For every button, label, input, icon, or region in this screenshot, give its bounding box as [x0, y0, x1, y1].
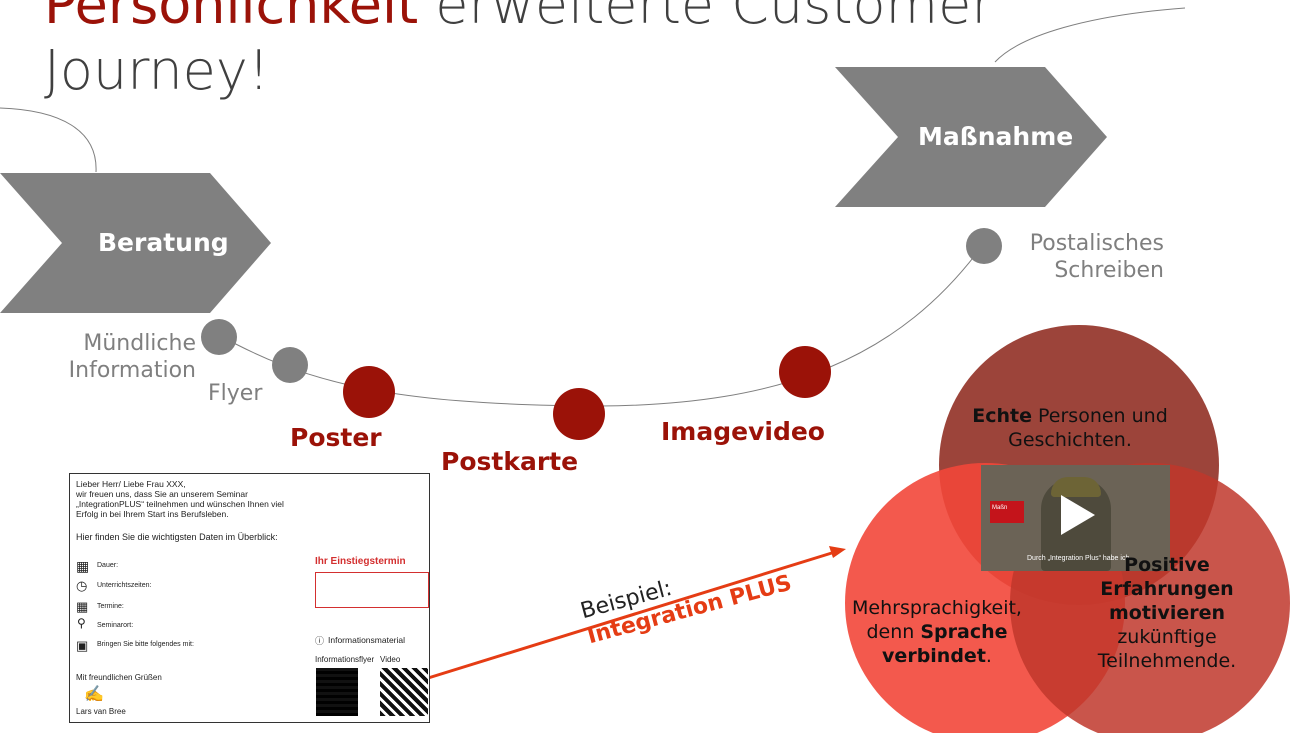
title-line2: Journey!	[44, 39, 270, 102]
label-postkarte: Postkarte	[441, 447, 579, 476]
venn-text-left: Mehrsprachigkeit, denn Sprache verbindet…	[842, 596, 1032, 668]
letter-intro-4: Erfolg in bei Ihrem Start ins Berufslebe…	[76, 509, 229, 519]
image-video-thumbnail[interactable]: Maßn Durch „Integration Plus“ habe ich	[981, 465, 1170, 571]
journey-curve-main	[214, 241, 986, 407]
video-label: Video	[380, 655, 401, 664]
venn-right-rest: zukünftige Teilnehmende.	[1097, 626, 1237, 672]
video-person-cap	[1051, 477, 1101, 497]
title-highlight: Persönlichkeit	[44, 0, 419, 36]
dot-flyer	[272, 347, 308, 383]
video-caption: Durch „Integration Plus“ habe ich	[1027, 555, 1130, 562]
venn-left-2b: Sprache	[920, 621, 1008, 643]
flyer-label: Informationsflyer	[315, 655, 375, 664]
chevron-label-massnahme: Maßnahme	[918, 122, 1074, 151]
dot-postkarte	[553, 388, 605, 440]
venn-right-bold: Positive Erfahrungen motivieren	[1100, 554, 1234, 624]
field-zeiten: Unterrichtszeiten:	[97, 582, 152, 589]
venn-top-rest: Personen und Geschichten.	[1008, 405, 1168, 451]
play-icon[interactable]	[1061, 495, 1095, 535]
clock-icon: ◷	[76, 578, 88, 593]
chevron-label-beratung: Beratung	[98, 228, 229, 257]
venn-left-3b: .	[985, 645, 992, 667]
venn-left-1: Mehrsprachigkeit,	[852, 597, 1022, 619]
calendar-grid-icon: ▦	[76, 599, 89, 614]
journey-curve-top	[994, 7, 1186, 63]
termin-title: Ihr Einstiegstermin	[315, 556, 406, 567]
label-imagevideo: Imagevideo	[661, 417, 825, 446]
example-arrow-head	[829, 546, 846, 558]
label-muendliche: Mündliche Information	[68, 331, 196, 383]
location-pin-icon: ⚲	[77, 616, 86, 630]
termin-box	[315, 572, 429, 608]
letter-intro-2: wir freuen uns, dass Sie an unserem Semi…	[76, 489, 248, 499]
dot-postalisch	[966, 228, 1002, 264]
letter-intro-3: „IntegrationPLUS“ teilnehmen und wünsche…	[76, 499, 284, 509]
venn-text-right: Positive Erfahrungen motivieren zukünfti…	[1082, 553, 1252, 673]
qr-video[interactable]	[380, 668, 428, 716]
info-icon: ⓘ	[315, 636, 325, 646]
chevron-massnahme	[835, 67, 1107, 207]
label-flyer: Flyer	[208, 381, 263, 406]
info-label: Informationsmaterial	[328, 635, 406, 645]
example-arrow	[411, 550, 836, 685]
letter-overview: Hier finden Sie die wichtigsten Daten im…	[76, 532, 278, 542]
venn-left-3a: verbindet	[882, 645, 986, 667]
field-dauer: Dauer:	[97, 562, 119, 569]
venn-text-top: Echte Personen und Geschichten.	[950, 404, 1190, 452]
dot-muendliche	[201, 319, 237, 355]
journey-curve	[0, 107, 97, 173]
signature-icon: ✍	[84, 686, 104, 703]
video-badge	[990, 501, 1024, 523]
dot-poster	[343, 366, 395, 418]
postcard-example: Lieber Herr/ Liebe Frau XXX, wir freuen …	[69, 473, 430, 723]
letter-greeting: Mit freundlichen Grüßen	[76, 673, 162, 682]
letter-signer: Lars van Bree	[76, 707, 126, 716]
field-seminarort: Seminarort:	[97, 622, 134, 629]
label-poster: Poster	[290, 423, 382, 452]
bag-icon: ▣	[76, 638, 89, 653]
qr-flyer[interactable]	[316, 668, 358, 716]
title-rest: erweiterte Customer	[418, 0, 994, 36]
field-mitbringen: Bringen Sie bitte folgendes mit:	[97, 641, 194, 648]
venn-top-bold: Echte	[972, 405, 1032, 427]
video-badge-text: Maßn	[992, 505, 1008, 511]
label-postalisch: Postalisches Schreiben	[1029, 231, 1164, 283]
dot-imagevideo	[779, 346, 831, 398]
calendar-icon: ▦	[76, 558, 90, 574]
chevron-beratung	[0, 173, 271, 313]
field-termine: Termine:	[97, 603, 124, 610]
venn-left-2a: denn	[866, 621, 921, 643]
letter-intro-1: Lieber Herr/ Liebe Frau XXX,	[76, 479, 186, 489]
